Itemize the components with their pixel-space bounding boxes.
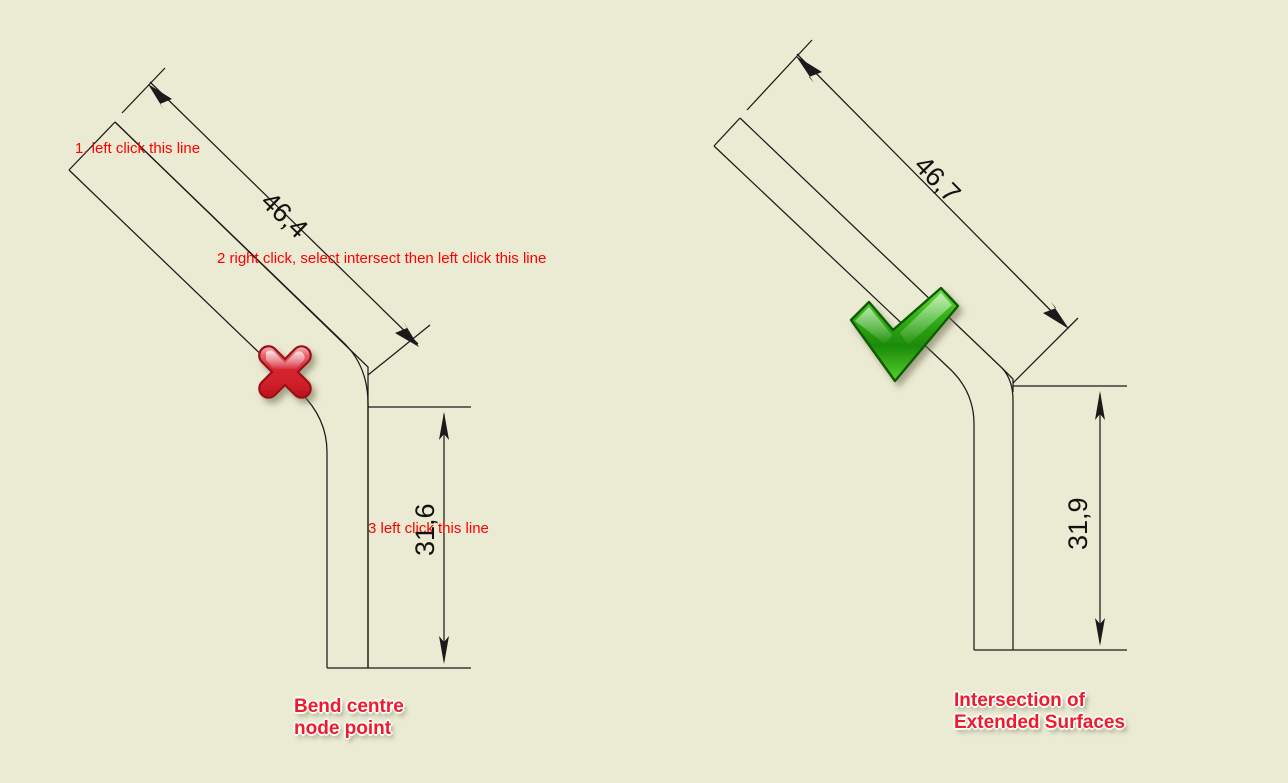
left-dim-vert-arrow-bottom xyxy=(439,636,449,664)
right-dim-diag-ext-top xyxy=(746,39,813,111)
left-dim-diag-arrow-top xyxy=(148,84,172,110)
right-caption-intersection-extended-surfaces: Intersection of Extended Surfaces xyxy=(954,690,1126,733)
left-pipe-outer-wall xyxy=(68,169,328,668)
annotation-step-1: 1. left click this line xyxy=(75,140,201,157)
left-dim-diag-ext-top xyxy=(121,67,166,114)
right-dim-diag-arrow-bottom xyxy=(1043,302,1069,329)
right-pipe-outer-wall xyxy=(713,145,975,650)
green-check-icon xyxy=(849,286,960,383)
right-dim-vert-arrow-bottom xyxy=(1095,618,1105,646)
right-pipe-top-face xyxy=(713,117,741,147)
red-cross-icon xyxy=(258,345,312,399)
left-dim-diag-ext-bottom xyxy=(367,324,431,376)
right-dimension-vertical-value: 31,9 xyxy=(1063,497,1093,550)
left-dim-diag-arrow-bottom xyxy=(395,321,419,347)
annotation-step-2: 2 right click, select intersect then lef… xyxy=(217,250,547,267)
left-caption-bend-centre-node-point: Bend centre node point xyxy=(294,696,404,739)
right-dim-vert-arrow-top xyxy=(1095,391,1105,420)
left-pipe-top-face xyxy=(68,121,116,171)
left-dimension-vertical-value: 31,6 xyxy=(410,503,440,556)
left-dim-vert-arrow-top xyxy=(439,412,449,440)
left-pipe-inner-wall-upper xyxy=(114,121,369,668)
right-pipe-inner-wall xyxy=(739,117,1014,650)
right-dim-diag-line xyxy=(796,53,1068,328)
left-pipe-inner-wall xyxy=(114,121,369,668)
right-dim-diag-ext-bottom xyxy=(1012,317,1079,384)
annotation-step-3: 3 left click this line xyxy=(368,520,489,537)
left-dim-diag-line xyxy=(149,81,419,345)
right-extended-surface-corner xyxy=(1001,367,1014,392)
right-dim-diag-arrow-top xyxy=(796,56,822,83)
